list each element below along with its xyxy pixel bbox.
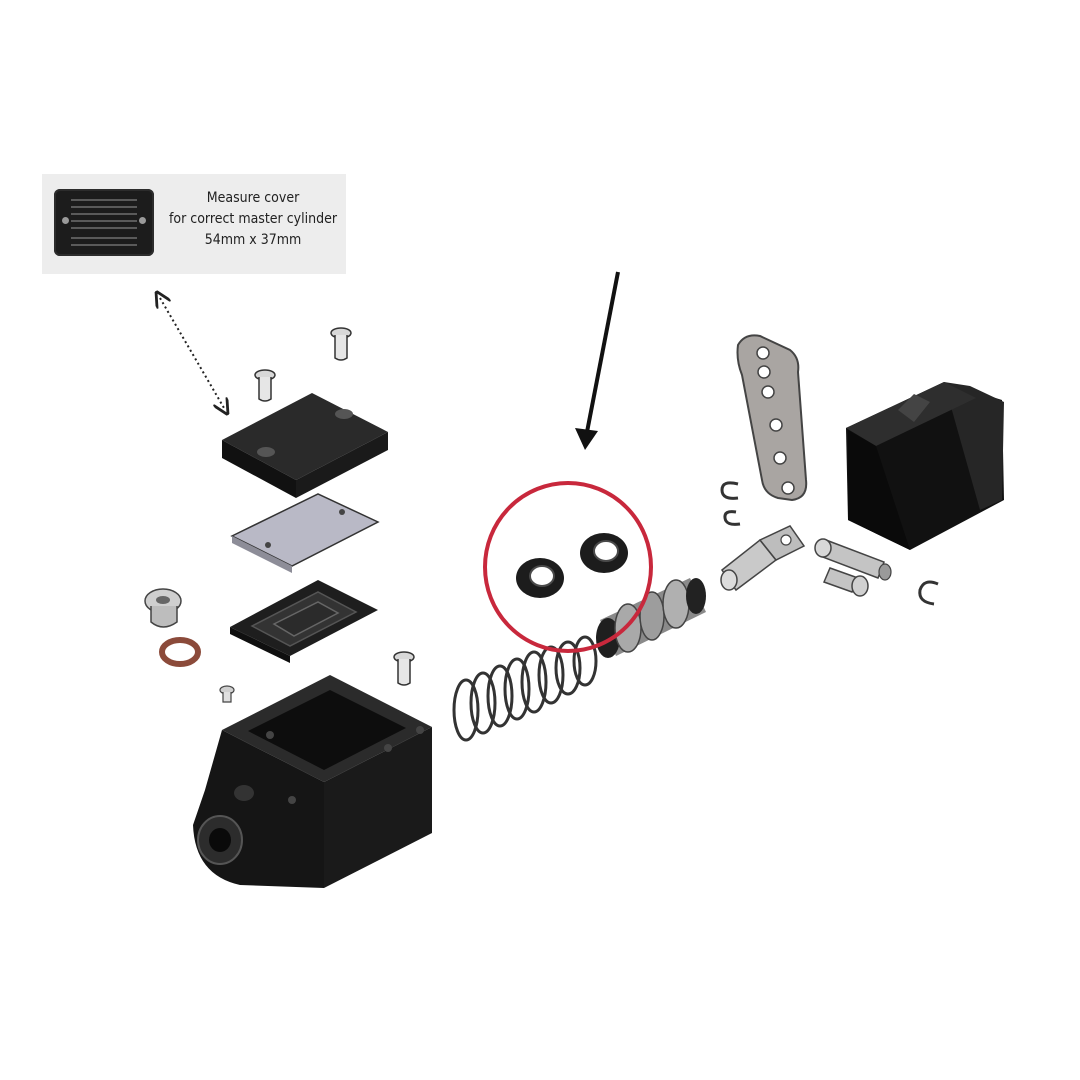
e-clip — [720, 481, 739, 500]
callout-line-3: 54mm x 37mm — [204, 232, 302, 248]
copper-washer — [159, 637, 201, 667]
bleed-plug — [144, 588, 182, 628]
cover-engraving — [71, 199, 137, 201]
diaphragm-plate — [230, 493, 380, 573]
cover-screw-right — [330, 327, 352, 361]
return-spring — [452, 635, 598, 742]
callout-line-1: Measure cover — [206, 190, 300, 206]
piston — [596, 578, 706, 658]
cover-engraving — [71, 244, 137, 246]
measure-pointer-arrow — [160, 298, 224, 408]
callout-line-2: for correct master cylinder — [168, 211, 338, 227]
clevis-pin — [822, 567, 869, 597]
cover-engraving — [71, 227, 137, 229]
rubber-diaphragm — [230, 580, 378, 663]
piston-seal-left — [516, 558, 564, 598]
reservoir-cover-photo — [54, 189, 154, 256]
clevis-pushrod — [720, 525, 806, 592]
cover-hole-left — [62, 217, 69, 224]
cover-engraving — [71, 237, 137, 239]
cover-hole-right — [139, 217, 146, 224]
seal-pointer-arrow — [575, 271, 620, 450]
cover-callout: Measure cover for correct master cylinde… — [42, 174, 346, 274]
cover-engraving — [71, 213, 137, 215]
e-clip — [723, 510, 741, 526]
e-clip — [918, 580, 939, 606]
master-cylinder-body — [193, 675, 432, 888]
reservoir-cover — [222, 393, 388, 498]
lever-arm — [736, 334, 808, 502]
piston-seal-right — [580, 533, 628, 573]
cover-engraving — [71, 206, 137, 208]
small-screw — [219, 685, 235, 703]
cover-screw-left — [254, 369, 276, 402]
callout-text: Measure cover for correct master cylinde… — [164, 188, 342, 251]
pivot-pin — [814, 538, 892, 581]
body-screw — [393, 651, 415, 686]
cover-engraving — [71, 220, 137, 222]
rubber-boot — [846, 382, 1004, 550]
seal-highlight-circle — [483, 481, 653, 653]
